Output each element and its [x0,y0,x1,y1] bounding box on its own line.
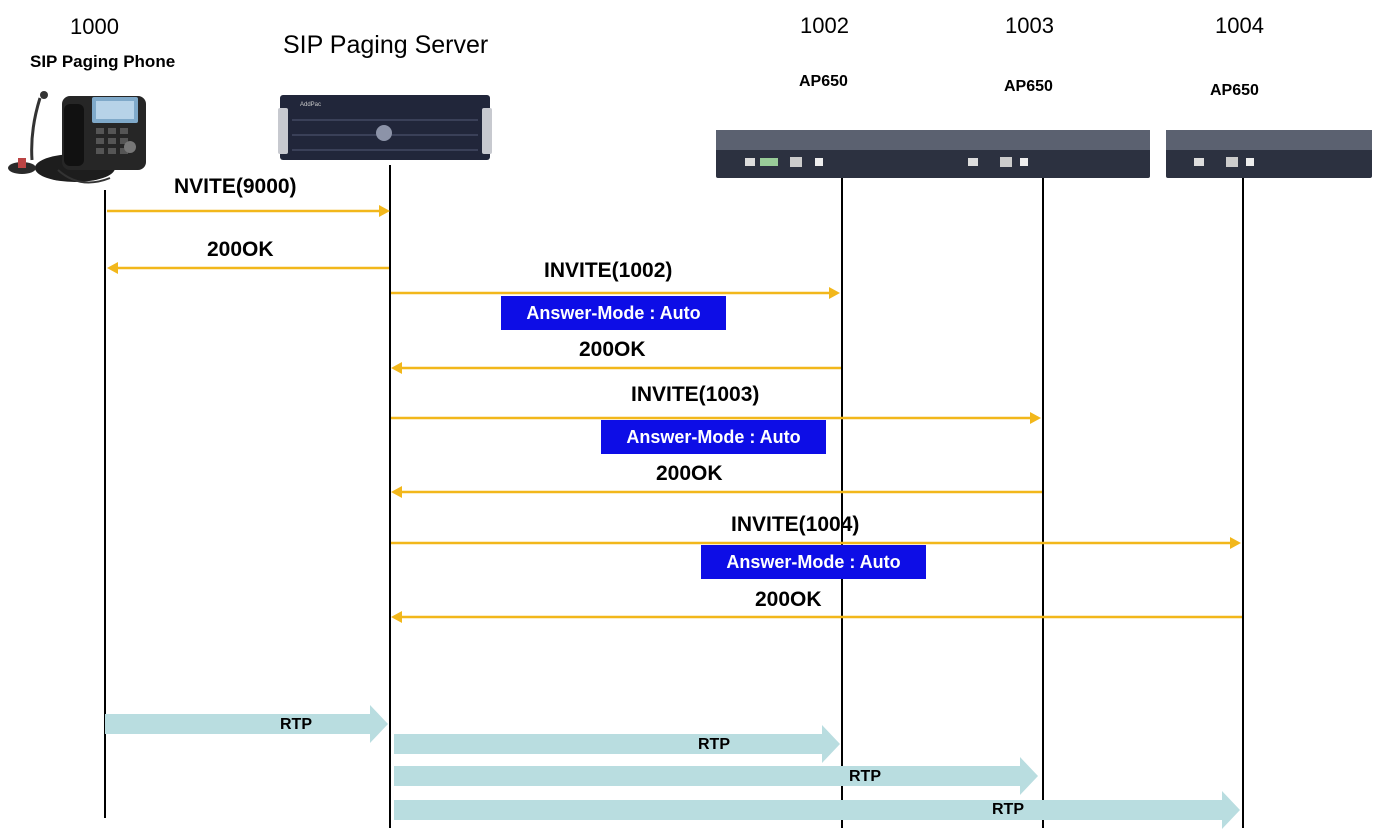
rtp-arrow-phone-to-server [105,705,388,743]
ap1003-model: AP650 [1004,78,1053,95]
arrow-200ok-from-1004 [391,611,1242,623]
arrow-invite-1004 [391,537,1241,549]
ap650-image-1003 [940,130,1150,178]
msg-invite-9000: NVITE(9000) [174,175,297,198]
msg-200ok-from-1002: 200OK [579,338,646,361]
paging-phone-image [8,91,146,184]
answer-mode-badge-1003: Answer-Mode : Auto [601,420,826,454]
ap1003-extension: 1003 [1005,13,1054,38]
ap1002-model: AP650 [799,73,848,90]
rtp-label-3: RTP [849,768,881,785]
arrow-200ok-to-phone [107,262,389,274]
msg-200ok-from-1004: 200OK [755,588,822,611]
msg-invite-1002: INVITE(1002) [544,259,673,282]
msg-200ok-from-1003: 200OK [656,462,723,485]
arrow-200ok-from-1003 [391,486,1042,498]
arrow-invite-1002 [391,287,840,299]
msg-200ok-to-phone: 200OK [207,238,274,261]
rtp-label-2: RTP [698,736,730,753]
ap1004-extension: 1004 [1215,13,1264,38]
answer-mode-badge-1002: Answer-Mode : Auto [501,296,726,330]
phone-extension: 1000 [70,14,119,39]
server-label: SIP Paging Server [283,31,489,59]
arrow-invite-9000 [107,205,390,217]
phone-label: SIP Paging Phone [30,52,176,71]
answer-mode-badge-1004: Answer-Mode : Auto [701,545,926,579]
svg-text:AddPac: AddPac [300,102,321,108]
rtp-arrow-to-1004 [394,791,1240,829]
server-image: AddPac [278,95,492,160]
msg-invite-1004: INVITE(1004) [731,513,860,536]
rtp-arrow-to-1002 [394,725,840,763]
rtp-arrow-to-1003 [394,757,1038,795]
ap1004-model: AP650 [1210,82,1259,99]
rtp-label-1: RTP [280,716,312,733]
rtp-label-4: RTP [992,801,1024,818]
ap650-image-1004 [1166,130,1372,178]
msg-invite-1003: INVITE(1003) [631,383,760,406]
arrow-200ok-from-1002 [391,362,841,374]
ap1002-extension: 1002 [800,13,849,38]
arrow-invite-1003 [391,412,1041,424]
ap650-image-1002 [716,130,966,178]
